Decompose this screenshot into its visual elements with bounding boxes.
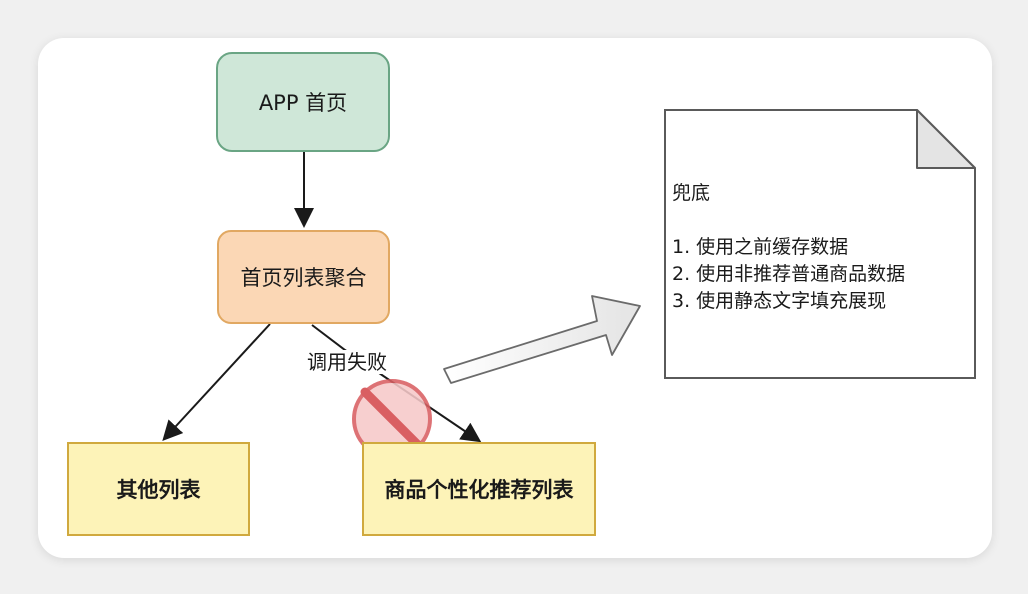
node-app-home-label: APP 首页 [258,91,348,115]
fallback-note-item: 1. 使用之前缓存数据 [672,236,849,258]
fallback-note-shape [664,109,976,379]
edge-aggregation-to-other [162,323,271,441]
node-personalized-recommendation-list: 商品个性化推荐列表 [362,442,596,536]
node-aggregation-label: 首页列表聚合 [240,266,367,290]
node-personalized-list-label: 商品个性化推荐列表 [384,478,574,502]
fallback-note-item: 2. 使用非推荐普通商品数据 [672,263,906,285]
fallback-note-item: 3. 使用静态文字填充展现 [672,290,887,312]
node-app-home: APP 首页 [216,52,390,152]
fallback-note: 兜底 1. 使用之前缓存数据 2. 使用非推荐普通商品数据 3. 使用静态文字填… [672,180,972,315]
node-other-list-label: 其他列表 [116,478,201,502]
node-other-list: 其他列表 [67,442,250,536]
fallback-note-title: 兜底 [672,182,711,204]
edge-label-call-failed: 调用失败 [304,350,390,374]
big-arrow-icon [443,295,641,384]
node-home-list-aggregation: 首页列表聚合 [217,230,390,324]
